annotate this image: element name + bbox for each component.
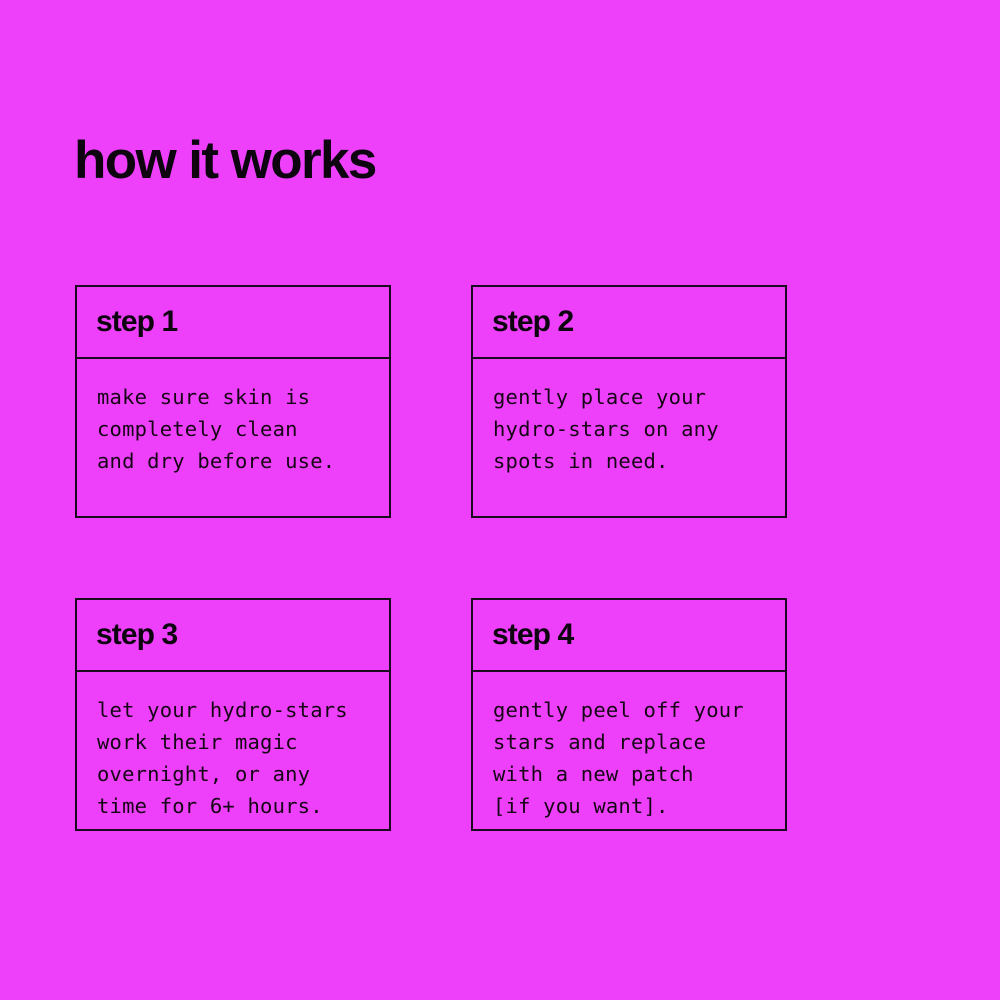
page-title: how it works (74, 130, 377, 190)
step-card-4-body: gently peel off your stars and replace w… (473, 672, 785, 829)
step-card-3-header: step 3 (77, 600, 389, 672)
step-card-2: step 2 gently place your hydro-stars on … (471, 285, 787, 518)
step-card-3-body-text: let your hydro-stars work their magic ov… (97, 698, 348, 818)
step-card-2-body-text: gently place your hydro-stars on any spo… (493, 385, 719, 473)
step-card-4-body-text: gently peel off your stars and replace w… (493, 698, 744, 818)
step-card-1-body: make sure skin is completely clean and d… (77, 359, 389, 516)
step-card-4-header: step 4 (473, 600, 785, 672)
step-card-4-label: step 4 (492, 618, 574, 651)
step-card-3: step 3 let your hydro-stars work their m… (75, 598, 391, 831)
step-card-1-label: step 1 (96, 305, 178, 338)
step-card-1: step 1 make sure skin is completely clea… (75, 285, 391, 518)
step-card-1-body-text: make sure skin is completely clean and d… (97, 385, 336, 473)
step-card-3-label: step 3 (96, 618, 178, 651)
step-card-2-header: step 2 (473, 287, 785, 359)
step-card-1-header: step 1 (77, 287, 389, 359)
step-card-2-label: step 2 (492, 305, 574, 338)
step-card-3-body: let your hydro-stars work their magic ov… (77, 672, 389, 829)
step-card-4: step 4 gently peel off your stars and re… (471, 598, 787, 831)
step-card-2-body: gently place your hydro-stars on any spo… (473, 359, 785, 516)
steps-grid: step 1 make sure skin is completely clea… (75, 285, 787, 831)
